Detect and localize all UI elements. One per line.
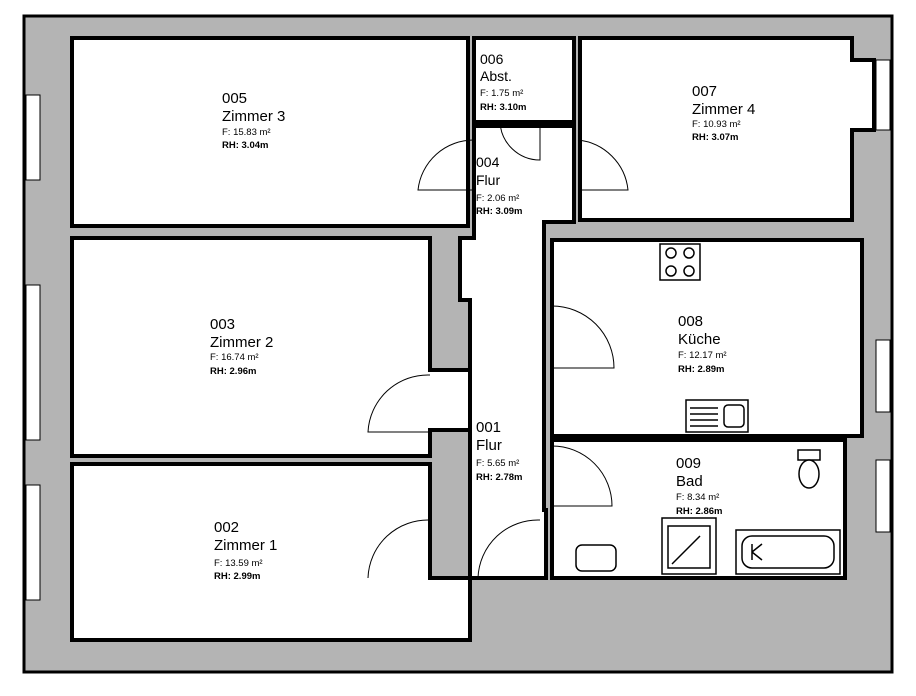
- svg-text:Zimmer 4: Zimmer 4: [692, 101, 755, 118]
- room-label-004: 004 Flur F: 2.06 m² RH: 3.09m: [476, 154, 522, 217]
- room-005-shape: [70, 36, 470, 228]
- room-label-007: 007 Zimmer 4 F: 10.93 m² RH: 3.07m: [692, 83, 755, 143]
- svg-text:006: 006: [480, 51, 504, 67]
- svg-text:RH: 3.09m: RH: 3.09m: [476, 206, 522, 217]
- svg-text:F: 2.06 m²: F: 2.06 m²: [476, 193, 519, 204]
- fixtures: [575, 243, 841, 575]
- svg-text:F: 10.93 m²: F: 10.93 m²: [692, 119, 741, 130]
- svg-text:F: 5.65 m²: F: 5.65 m²: [476, 458, 519, 469]
- room-007-shape: [578, 36, 876, 222]
- svg-text:005: 005: [222, 90, 247, 107]
- stove-icon: [659, 243, 701, 281]
- room-shapes: [70, 36, 876, 642]
- svg-text:009: 009: [676, 455, 701, 472]
- window: [25, 284, 41, 441]
- room-006-shape: [472, 36, 576, 124]
- windows: [25, 59, 891, 601]
- svg-text:Bad: Bad: [676, 473, 703, 490]
- room-label-009: 009 Bad F: 8.34 m² RH: 2.86m: [676, 455, 722, 517]
- svg-text:001: 001: [476, 419, 501, 436]
- window: [25, 94, 41, 181]
- window: [875, 459, 891, 533]
- svg-text:002: 002: [214, 519, 239, 536]
- svg-text:008: 008: [678, 313, 703, 330]
- svg-text:RH: 2.99m: RH: 2.99m: [214, 571, 260, 582]
- window: [25, 484, 41, 601]
- bathtub-icon: [735, 529, 841, 575]
- doors: [367, 121, 629, 579]
- toilet-icon: [797, 449, 821, 489]
- svg-text:007: 007: [692, 83, 717, 100]
- door-swing: [577, 139, 629, 191]
- door-swing: [367, 374, 431, 433]
- door-swing: [417, 139, 475, 191]
- svg-text:Zimmer 2: Zimmer 2: [210, 334, 273, 351]
- svg-text:Zimmer 1: Zimmer 1: [214, 537, 277, 554]
- window: [875, 59, 891, 131]
- svg-text:F: 12.17 m²: F: 12.17 m²: [678, 350, 727, 361]
- svg-text:RH: 2.78m: RH: 2.78m: [476, 472, 522, 483]
- svg-text:Küche: Küche: [678, 331, 721, 348]
- svg-text:004: 004: [476, 154, 500, 170]
- door-swing: [551, 445, 613, 507]
- svg-text:F: 8.34 m²: F: 8.34 m²: [676, 492, 719, 503]
- door-swing: [499, 121, 541, 161]
- svg-text:Zimmer 3: Zimmer 3: [222, 108, 285, 125]
- svg-text:F: 1.75 m²: F: 1.75 m²: [480, 88, 523, 99]
- room-008-shape: [550, 238, 864, 438]
- door-swing: [551, 305, 615, 369]
- room-label-003: 003 Zimmer 2 F: 16.74 m² RH: 2.96m: [210, 316, 273, 377]
- svg-text:F: 15.83 m²: F: 15.83 m²: [222, 127, 271, 138]
- room-label-002: 002 Zimmer 1 F: 13.59 m² RH: 2.99m: [214, 519, 277, 582]
- svg-text:F: 13.59 m²: F: 13.59 m²: [214, 558, 263, 569]
- svg-text:Flur: Flur: [476, 437, 502, 454]
- svg-text:RH: 2.89m: RH: 2.89m: [678, 364, 724, 375]
- room-label-001: 001 Flur F: 5.65 m² RH: 2.78m: [476, 419, 522, 483]
- svg-text:F: 16.74 m²: F: 16.74 m²: [210, 352, 259, 363]
- room-label-005: 005 Zimmer 3 F: 15.83 m² RH: 3.04m: [222, 90, 285, 151]
- shower-icon: [661, 517, 717, 575]
- svg-text:RH: 2.96m: RH: 2.96m: [210, 366, 256, 377]
- window: [875, 339, 891, 413]
- svg-text:Flur: Flur: [476, 172, 500, 188]
- svg-text:RH: 3.07m: RH: 3.07m: [692, 132, 738, 143]
- svg-text:003: 003: [210, 316, 235, 333]
- svg-text:RH: 3.10m: RH: 3.10m: [480, 102, 526, 113]
- svg-text:RH: 3.04m: RH: 3.04m: [222, 140, 268, 151]
- room-label-006: 006 Abst. F: 1.75 m² RH: 3.10m: [480, 51, 526, 113]
- washbasin-icon: [575, 544, 617, 572]
- room-label-008: 008 Küche F: 12.17 m² RH: 2.89m: [678, 313, 727, 375]
- svg-text:RH: 2.86m: RH: 2.86m: [676, 506, 722, 517]
- sink-icon: [685, 399, 749, 433]
- door-swing: [477, 519, 541, 579]
- room-001-004-flur-shape: [458, 124, 576, 580]
- svg-text:Abst.: Abst.: [480, 68, 512, 84]
- door-swing: [367, 519, 431, 579]
